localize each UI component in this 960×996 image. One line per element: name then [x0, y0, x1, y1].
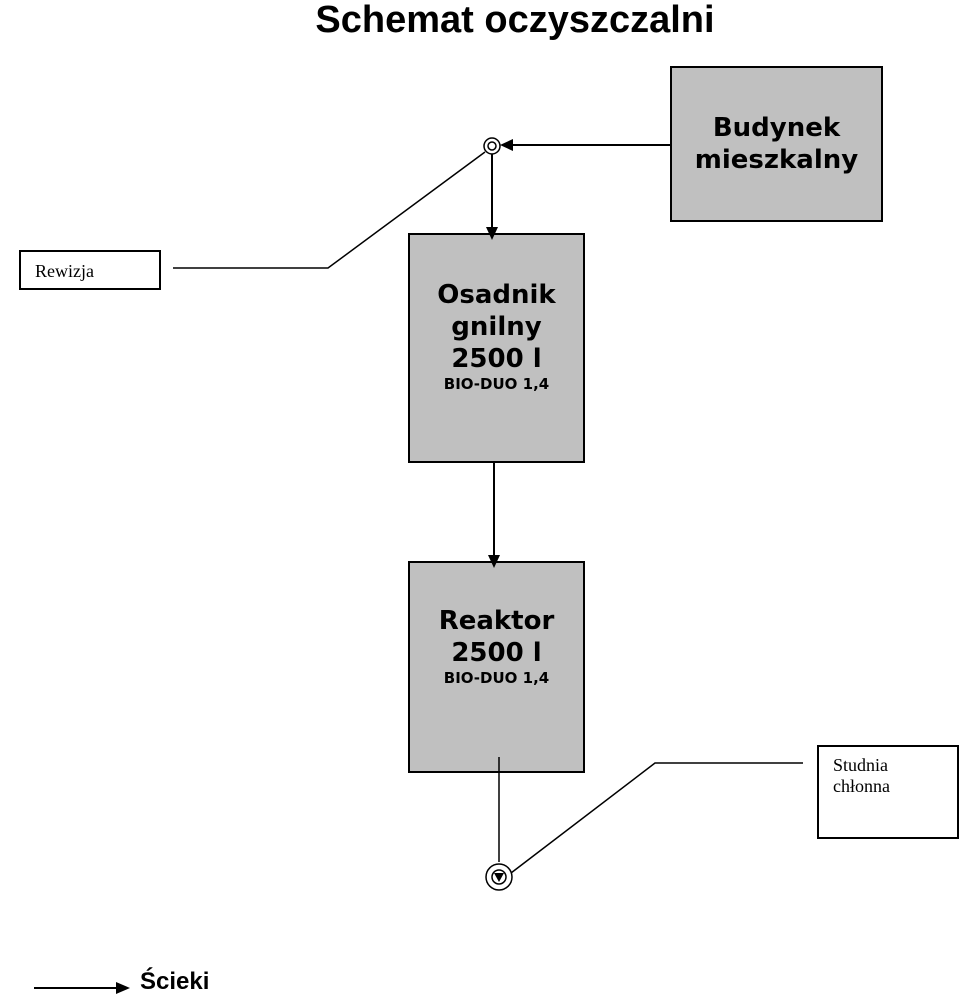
reactor-capacity: 2500 l	[451, 638, 542, 668]
settler-capacity: 2500 l	[451, 344, 542, 374]
reactor-inflow-arrowhead	[488, 555, 500, 568]
building-label-line1: Budynek	[712, 113, 841, 143]
reactor-label-line1: Reaktor	[438, 606, 555, 636]
settler-model: BIO-DUO 1,4	[443, 375, 550, 393]
inspection-chamber-icon	[483, 137, 501, 155]
settler-label-line2: gnilny	[451, 312, 542, 342]
inspection-callout: Rewizja	[19, 250, 161, 290]
absorbing-well-icon	[485, 863, 513, 891]
settler-box: Osadnik gnilny 2500 l BIO-DUO 1,4	[408, 233, 585, 463]
diagram-title: Schemat oczyszczalni	[315, 0, 715, 41]
building-box: Budynek mieszkalny	[670, 66, 883, 222]
well-label-line1: Studnia	[833, 755, 889, 775]
well-callout: Studnia chłonna	[817, 745, 959, 839]
inspection-label: Rewizja	[35, 261, 94, 281]
building-label-line2: mieszkalny	[694, 145, 859, 175]
inspection-callout-line	[173, 151, 486, 269]
reactor-model: BIO-DUO 1,4	[443, 669, 550, 687]
well-callout-line	[510, 762, 803, 874]
building-outflow-arrowhead	[500, 139, 513, 151]
settler-label-line1: Osadnik	[437, 280, 556, 310]
legend-arrowhead	[116, 982, 130, 994]
settler-inflow-arrowhead	[486, 227, 498, 240]
legend-label: Ścieki	[140, 968, 210, 995]
well-label-line2: chłonna	[833, 776, 890, 796]
reactor-box: Reaktor 2500 l BIO-DUO 1,4	[408, 561, 585, 773]
